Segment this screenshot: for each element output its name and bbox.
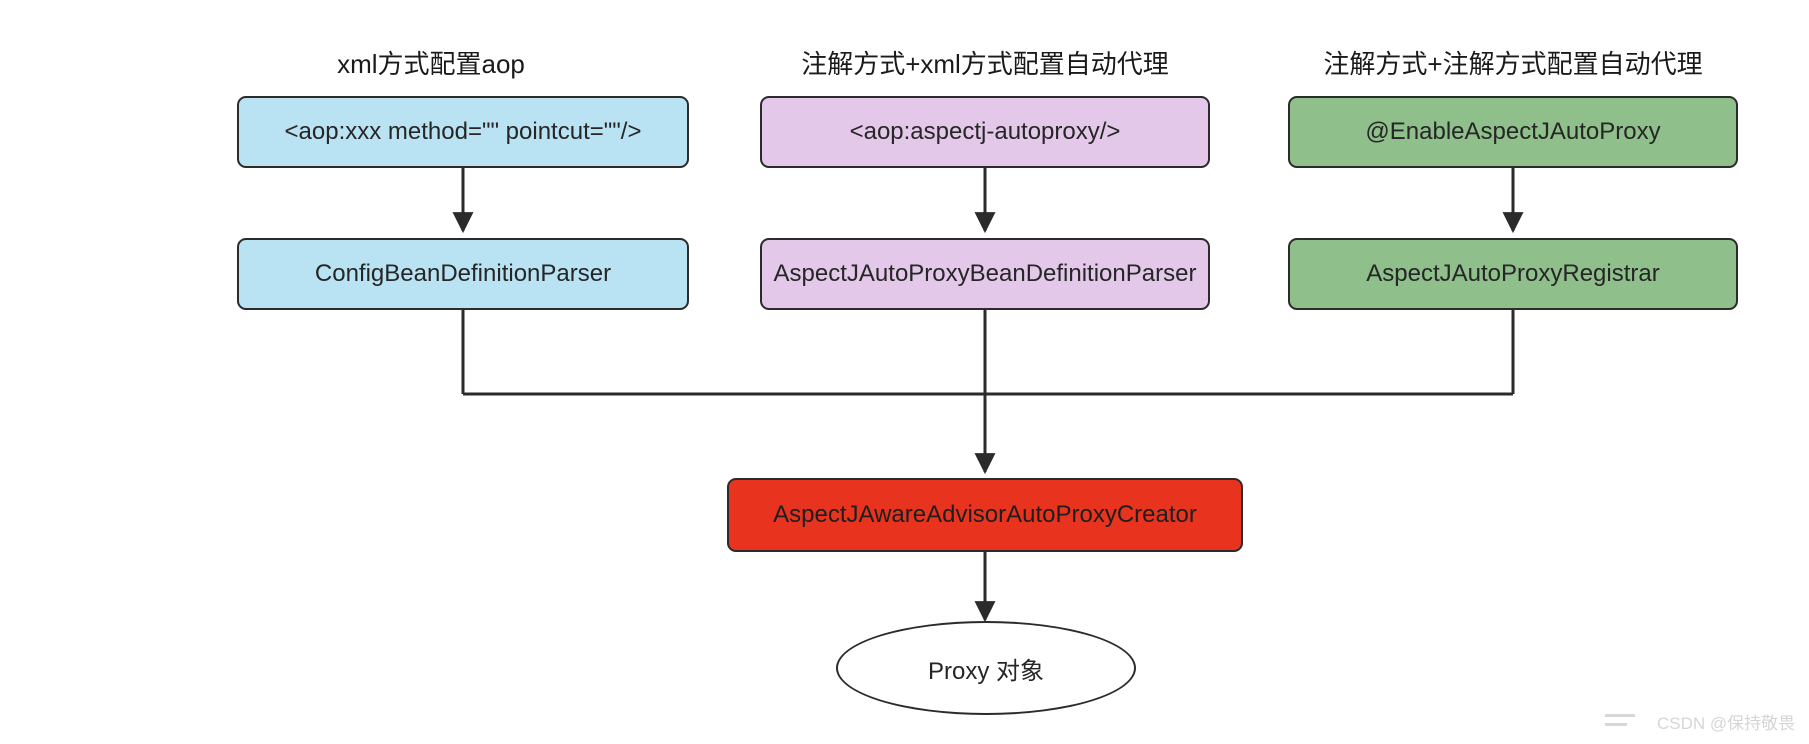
node-aspectj-autoproxy-bean-definition-parser[interactable]: AspectJAutoProxyBeanDefinitionParser [760, 238, 1210, 310]
node-aspectj-autoproxy-registrar[interactable]: AspectJAutoProxyRegistrar [1288, 238, 1738, 310]
csdn-watermark: CSDN @保持敬畏 [1605, 708, 1795, 734]
watermark-text: CSDN @保持敬畏 [1657, 713, 1796, 733]
csdn-logo-icon [1605, 708, 1647, 734]
node-proxy-object[interactable]: Proxy 对象 [836, 621, 1136, 715]
node-aspectj-autoproxy-config[interactable]: <aop:aspectj-autoproxy/> [760, 96, 1210, 168]
node-config-bean-definition-parser[interactable]: ConfigBeanDefinitionParser [237, 238, 689, 310]
column-title-annotation-xml: 注解方式+xml方式配置自动代理 [801, 49, 1169, 79]
node-aspectj-aware-advisor-auto-proxy-creator[interactable]: AspectJAwareAdvisorAutoProxyCreator [727, 478, 1243, 552]
column-title-annotation-annotation: 注解方式+注解方式配置自动代理 [1323, 49, 1703, 79]
column-title-xml: xml方式配置aop [337, 49, 525, 79]
node-enable-aspectj-autoproxy-config[interactable]: @EnableAspectJAutoProxy [1288, 96, 1738, 168]
node-aop-xxx-config[interactable]: <aop:xxx method="" pointcut=""/> [237, 96, 689, 168]
